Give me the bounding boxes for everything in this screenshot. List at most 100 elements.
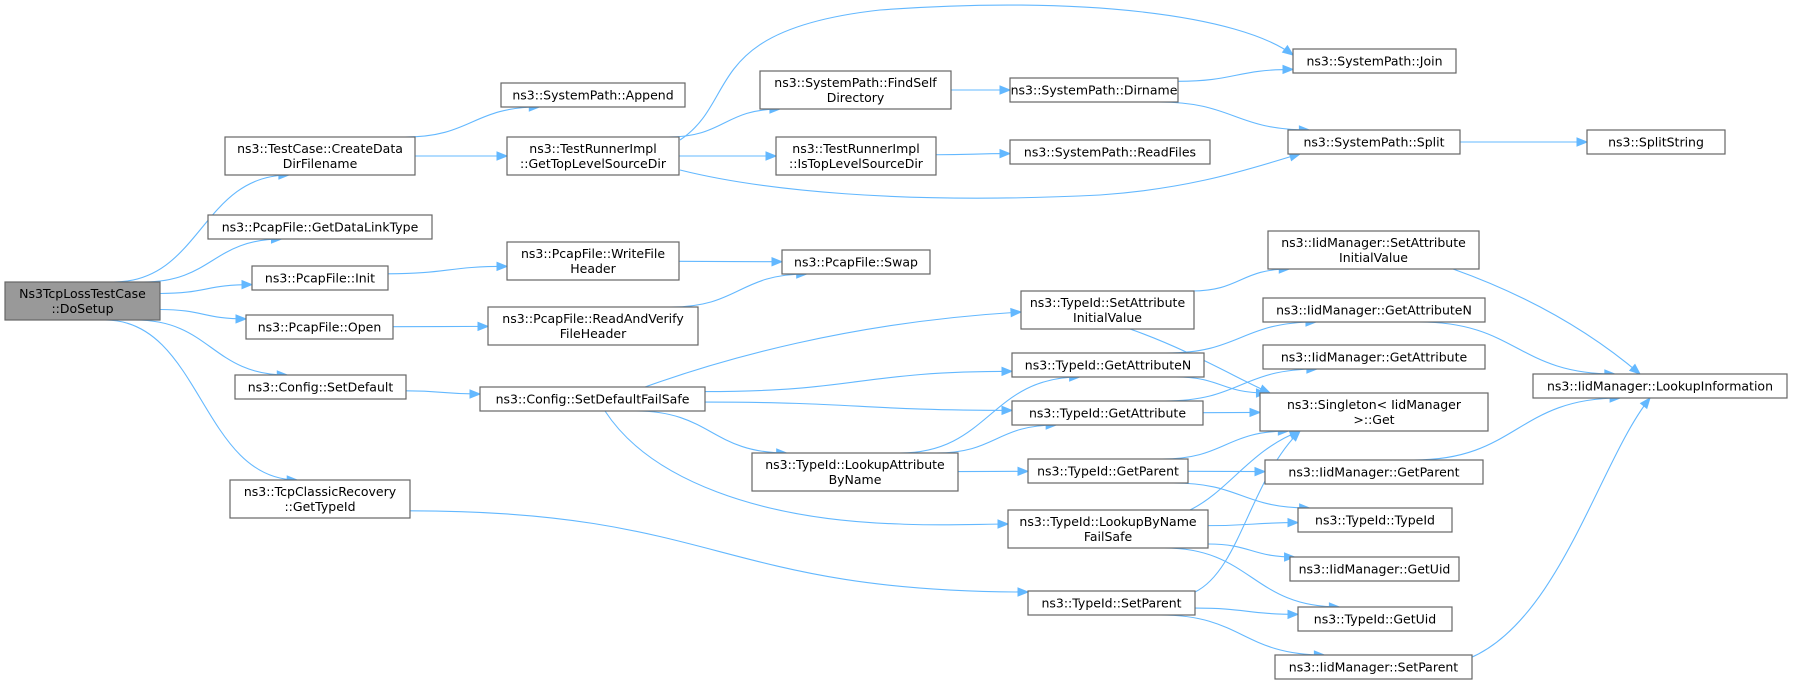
node-n29[interactable]: ns3::Singleton< IidManager >::Get [1259,392,1489,432]
edge-n0-n4 [159,308,248,324]
node-box [506,136,680,176]
edge-line [135,319,288,376]
edge-line [679,153,1301,199]
node-label: ns3::Singleton< IidManager [1287,397,1462,412]
node-label: ns3::TypeId::TypeId [1315,513,1435,528]
node-label: ns3::PcapFile::Open [258,320,382,335]
node-n17[interactable]: ns3::SystemPath::ReadFiles [1009,139,1211,165]
node-box [1262,344,1486,370]
node-box [245,314,394,340]
arrowhead [496,151,509,161]
edge-line [1164,547,1340,608]
node-n25[interactable]: ns3::SystemPath::Split [1287,129,1461,155]
edge-line [671,273,807,308]
node-box [1027,458,1189,484]
node-n34[interactable]: ns3::IidManager::SetParent [1274,654,1473,680]
node-n8[interactable]: ns3::TestRunnerImpl::GetTopLevelSourceDi… [506,136,680,176]
node-box [1274,654,1473,680]
node-n33[interactable]: ns3::TypeId::GetUid [1297,606,1453,632]
node-box [1020,290,1195,330]
node-n31[interactable]: ns3::TypeId::TypeId [1297,507,1453,533]
node-n24[interactable]: ns3::SystemPath::Join [1292,48,1457,74]
node-n7[interactable]: ns3::SystemPath::Append [500,82,686,108]
node-n35[interactable]: ns3::SplitString [1586,129,1726,155]
arrowhead [1017,466,1030,477]
arrowhead [1287,517,1300,528]
edge-line [704,401,1013,411]
node-n28[interactable]: ns3::IidManager::GetAttribute [1262,344,1486,370]
node-n3[interactable]: ns3::PcapFile::Init [251,265,389,291]
edge-n22-n31 [1207,517,1300,528]
node-n2[interactable]: ns3::PcapFile::GetDataLinkType [207,214,433,240]
node-box [207,214,433,240]
node-n16[interactable]: ns3::SystemPath::Dirname [1009,77,1179,103]
edge-line [1177,68,1294,82]
node-label: ns3::PcapFile::ReadAndVerify [502,311,684,326]
node-n21[interactable]: ns3::TypeId::GetParent [1027,458,1189,484]
edge-line [1158,101,1310,131]
node-label: Ns3TcpLossTestCase [19,286,146,301]
edge-n25-n35 [1460,137,1589,147]
edge-n8-n13 [678,151,778,161]
edge-n11-n20 [704,401,1014,416]
node-n14[interactable]: ns3::PcapFile::Swap [781,249,931,275]
node-n32[interactable]: ns3::IidManager::GetUid [1289,556,1460,582]
node-label: ns3::SystemPath::Split [1303,135,1444,150]
node-box [1009,139,1211,165]
node-n19[interactable]: ns3::TypeId::GetAttributeN [1011,352,1205,378]
edge-n34-n36 [1469,396,1651,659]
node-box [229,479,411,519]
node-label: ns3::TypeId::GetUid [1314,612,1436,627]
node-n30[interactable]: ns3::IidManager::GetParent [1264,459,1484,485]
node-n36[interactable]: ns3::IidManager::LookupInformation [1532,373,1788,399]
arrowhead [1576,137,1589,147]
edge-line [635,410,787,454]
edge-line [1160,614,1325,656]
edge-n10-n14 [671,269,809,308]
node-n20[interactable]: ns3::TypeId::GetAttribute [1011,400,1204,426]
node-label: ns3::Config::SetDefaultFailSafe [496,392,690,407]
node-n11[interactable]: ns3::Config::SetDefaultFailSafe [479,386,706,412]
node-box [759,70,952,110]
node-label: ns3::TcpClassicRecovery [244,484,397,499]
edge-n11-n22 [604,410,1010,529]
edge-line [105,319,298,481]
node-n0[interactable]: Ns3TcpLossTestCase::DoSetup [4,281,161,321]
edge-n4-n10 [392,321,490,332]
edge-line [1166,321,1316,354]
node-n27[interactable]: ns3::IidManager::GetAttributeN [1262,297,1486,323]
edge-line [1194,430,1301,593]
node-n4[interactable]: ns3::PcapFile::Open [245,314,394,340]
edge-n11-n18 [644,307,1023,388]
node-n6[interactable]: ns3::TcpClassicRecovery::GetTypeId [229,479,411,519]
node-n23[interactable]: ns3::TypeId::SetParent [1027,590,1196,616]
node-label: ns3::IidManager::GetAttributeN [1276,303,1472,318]
node-label: ns3::TypeId::GetAttributeN [1025,358,1191,373]
node-box [1009,77,1179,103]
node-label: ns3::TypeId::GetParent [1037,464,1179,479]
edge-n8-n24 [679,4,1295,141]
edge-line [1129,328,1271,394]
edge-n13-n17 [935,148,1012,159]
node-n13[interactable]: ns3::TestRunnerImpl::IsTopLevelSourceDir [775,136,937,176]
edge-line [1162,430,1289,460]
edge-n0-n3 [159,279,254,295]
node-label: ns3::IidManager::GetUid [1299,562,1451,577]
edge-n12-n16 [951,85,1012,95]
edge-n5-n11 [405,389,482,399]
node-n26[interactable]: ns3::IidManager::SetAttributeInitialValu… [1267,230,1480,270]
node-box [506,241,680,281]
node-label: ns3::Config::SetDefault [248,380,394,395]
node-label: ns3::IidManager::GetAttribute [1281,350,1468,365]
node-label: FileHeader [560,326,627,341]
node-label: ns3::IidManager::LookupInformation [1547,379,1773,394]
node-n5[interactable]: ns3::Config::SetDefault [234,374,407,400]
node-box [1289,556,1460,582]
